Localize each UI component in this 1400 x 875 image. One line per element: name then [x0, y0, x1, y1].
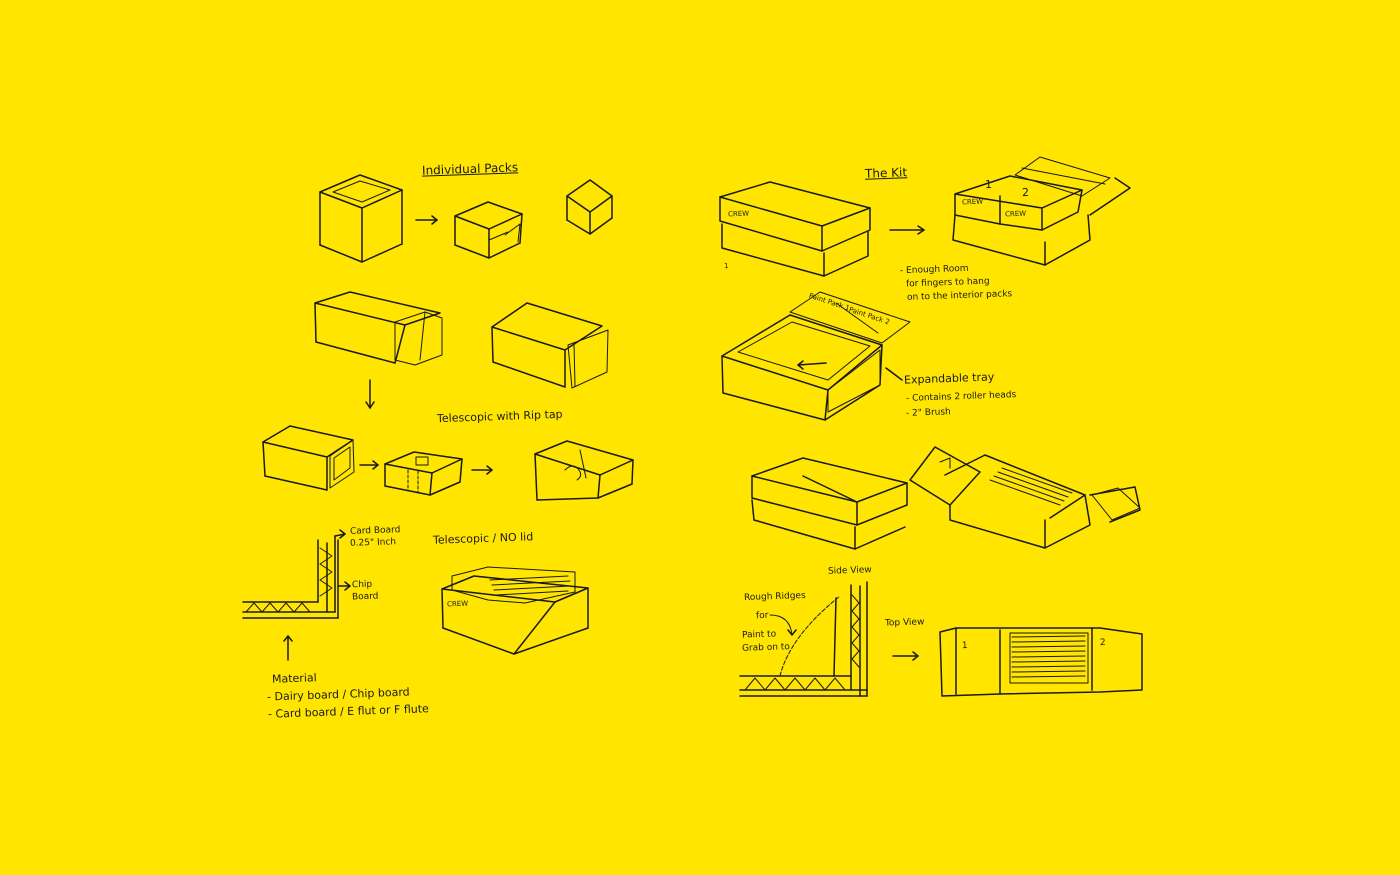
kit-box-closed-sketch — [719, 181, 871, 277]
side-view-label: Side View — [827, 565, 872, 577]
telescopic-sleeve-sketch — [262, 425, 355, 491]
top-view-label: Top View — [884, 617, 925, 629]
chip-board-label: Chip — [351, 579, 373, 591]
arrow-icon — [359, 460, 379, 470]
kit-crew-mark: CREW — [727, 209, 750, 219]
material-cross-section-sketch — [242, 535, 339, 619]
arrow-icon — [797, 360, 903, 381]
telescopic-no-lid-box-sketch — [441, 566, 589, 655]
arrow-icon — [471, 465, 493, 475]
top-view-sketch — [939, 627, 1143, 697]
card-board-label: Card Board — [349, 525, 401, 537]
arrow-icon — [889, 225, 925, 235]
closed-cube-sketch — [566, 179, 613, 235]
folding-cube-sketch — [454, 201, 523, 259]
grab-on-to-label: Grab on to — [741, 642, 791, 654]
down-arrow-icon — [365, 379, 375, 409]
paint-to-label: Paint to — [741, 629, 777, 641]
open-cube-sketch — [319, 174, 403, 263]
arrow-icon — [769, 614, 919, 661]
top-view-compartment-1: 1 — [961, 640, 968, 652]
material-heading: Material — [271, 671, 317, 686]
the-kit-title: The Kit — [864, 165, 908, 181]
kit-pack-number-1: 1 — [984, 177, 993, 192]
rough-ridges-label: Rough Ridges — [743, 590, 806, 604]
kit-box-open-sketch — [952, 156, 1131, 266]
arrow-icon — [415, 215, 438, 225]
rip-tap-box-sketch — [384, 451, 463, 496]
crew-mark: CREW — [446, 599, 469, 609]
card-board-size-label: 0.25" Inch — [349, 537, 397, 549]
side-view-cross-section-sketch — [739, 581, 868, 697]
kit-box-unfolded-sketch — [909, 446, 1141, 549]
kit-pack-crew-mark-2: CREW — [1004, 209, 1027, 219]
kit-box-closed-2-sketch — [751, 457, 908, 550]
tray-item-brush: - 2" Brush — [905, 407, 951, 419]
chip-board-label-2: Board — [351, 591, 379, 603]
arrow-icon — [283, 529, 351, 661]
for-label: for — [755, 610, 769, 622]
kit-pack-number-2: 2 — [1021, 185, 1030, 200]
expandable-tray-sketch — [721, 291, 911, 421]
kit-pack-crew-mark-1: CREW — [961, 197, 984, 207]
sliding-drawer-box-sketch — [314, 291, 443, 366]
top-view-compartment-2: 2 — [1099, 637, 1106, 649]
sliding-sleeve-box-sketch — [491, 302, 609, 389]
box-number-1: 1 — [723, 261, 729, 271]
torn-rip-tap-box-sketch — [534, 440, 634, 501]
